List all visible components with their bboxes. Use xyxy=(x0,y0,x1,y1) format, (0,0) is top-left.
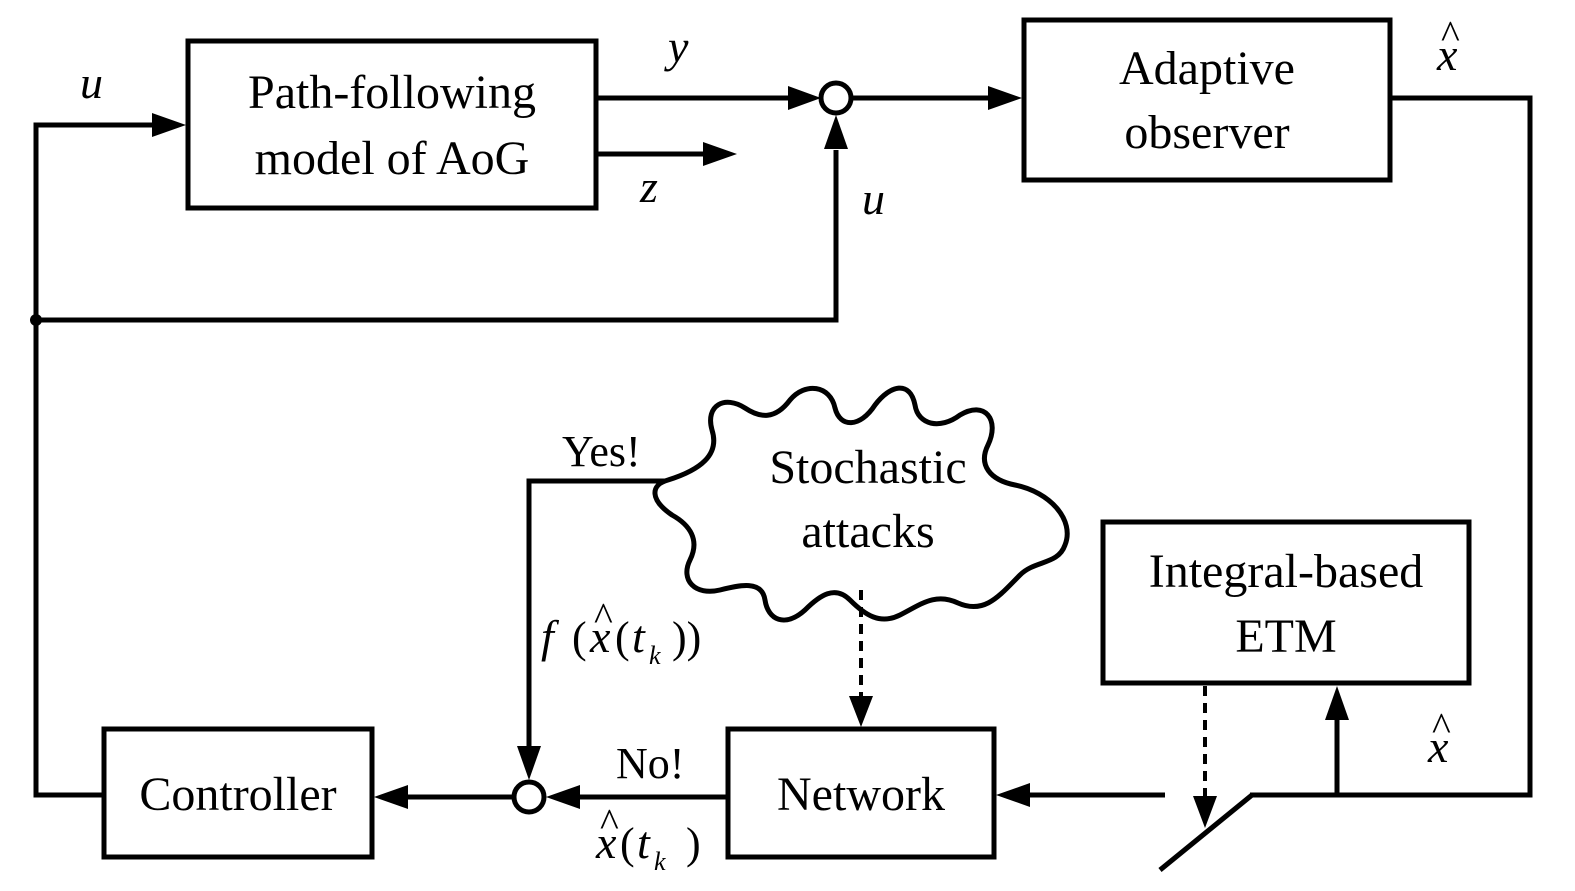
signal-z-path xyxy=(596,142,737,166)
junction-to-observer-path xyxy=(851,86,1022,110)
controller-block: Controller xyxy=(101,726,375,860)
etm-label-line2: ETM xyxy=(1235,610,1336,663)
xhat2-x: x xyxy=(1427,721,1449,772)
f-x: x xyxy=(589,611,611,662)
label-xhat-etm: x ^ xyxy=(1427,704,1451,772)
f-hat: ^ xyxy=(594,594,613,639)
label-attacked-signal: f ( x ^ ( t k )) xyxy=(541,594,701,670)
controller-input-junction xyxy=(511,779,547,815)
attack-to-junction-path xyxy=(517,478,665,780)
attack-label-line2: attacks xyxy=(801,505,934,558)
f-lparen: ( xyxy=(572,613,587,662)
label-no: No! xyxy=(616,739,684,788)
label-yes: Yes! xyxy=(562,427,641,476)
xhat-hat: ^ xyxy=(1441,12,1460,57)
etm-input-path xyxy=(1325,686,1349,795)
label-u-left: u xyxy=(80,57,103,108)
observer-block: Adaptive observer xyxy=(1021,17,1393,183)
observer-output-path xyxy=(1250,95,1533,798)
switch-to-network-path xyxy=(996,783,1165,807)
label-z: z xyxy=(639,161,658,212)
attack-to-network-path xyxy=(849,590,873,727)
xhat-x: x xyxy=(1436,29,1458,80)
plant-label-line2: model of AoG xyxy=(255,132,530,185)
etm-trigger-path xyxy=(1193,686,1217,828)
network-block: Network xyxy=(725,726,997,860)
f-rparen: )) xyxy=(672,613,701,662)
f-k: k xyxy=(649,641,661,670)
f-symbol: f xyxy=(541,611,560,662)
label-sampled-signal: x ^ ( t k ) xyxy=(595,800,701,876)
f-t: t xyxy=(632,611,646,662)
s-lparen: ( xyxy=(620,819,635,868)
control-branch-path xyxy=(30,115,848,326)
s-hat: ^ xyxy=(600,800,619,845)
sampler-switch xyxy=(1158,793,1254,872)
junction-to-controller-path xyxy=(374,785,514,809)
network-label: Network xyxy=(777,768,945,821)
label-xhat-observer: x ^ xyxy=(1436,12,1460,80)
controller-label: Controller xyxy=(139,768,336,821)
label-u-branch: u xyxy=(862,173,885,224)
observer-label-line2: observer xyxy=(1124,106,1289,159)
plant-block: Path-following model of AoG xyxy=(185,38,599,211)
network-to-junction-path xyxy=(546,785,728,809)
etm-label-line1: Integral-based xyxy=(1149,545,1424,598)
s-k: k xyxy=(654,847,666,876)
s-rparen: ) xyxy=(686,819,701,868)
etm-block: Integral-based ETM xyxy=(1100,519,1472,686)
plant-label-line1: Path-following xyxy=(248,66,536,119)
attack-label-line1: Stochastic xyxy=(769,441,966,494)
observer-input-junction xyxy=(818,80,854,116)
s-t: t xyxy=(637,817,651,868)
label-y: y xyxy=(664,21,689,72)
control-feedback-path xyxy=(33,113,186,798)
f-lparen2: ( xyxy=(615,613,630,662)
signal-y-path xyxy=(596,86,821,110)
xhat2-hat: ^ xyxy=(1432,704,1451,749)
observer-label-line1: Adaptive xyxy=(1119,42,1295,95)
attack-cloud: Stochastic attacks xyxy=(652,385,1070,623)
s-x: x xyxy=(595,817,617,868)
